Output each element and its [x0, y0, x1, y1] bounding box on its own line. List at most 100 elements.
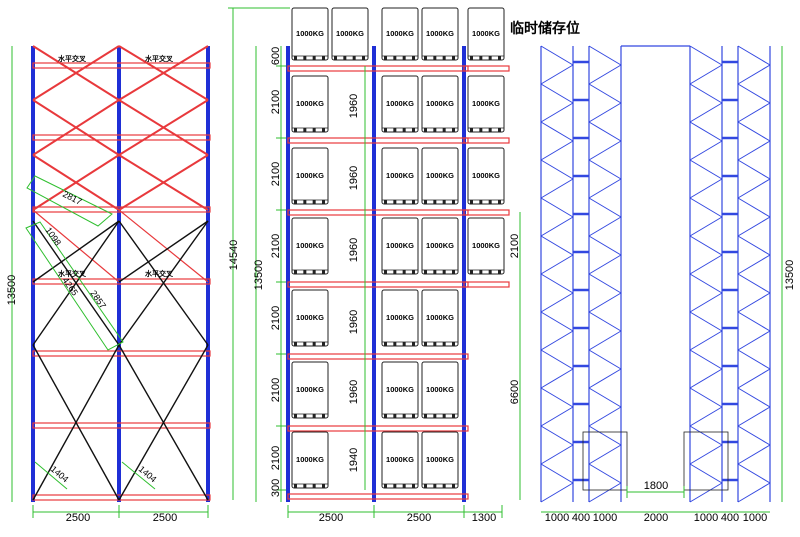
- clear-dim: 1940: [348, 448, 360, 472]
- load-label: 1000KG: [296, 29, 324, 38]
- load-label: 1000KG: [386, 99, 414, 108]
- load-label: 1000KG: [426, 313, 454, 322]
- upright: [462, 46, 466, 502]
- pallet-load: 1000KG: [467, 75, 505, 133]
- load-label: 1000KG: [426, 241, 454, 250]
- load-label: 1000KG: [296, 171, 324, 180]
- upright: [372, 46, 376, 502]
- mid-bay-width-2: 2500: [407, 512, 431, 524]
- load-label: 1000KG: [472, 241, 500, 250]
- pallet-load: 1000KG: [291, 147, 329, 205]
- gap-dim: 1800: [644, 480, 668, 492]
- load-label: 1000KG: [386, 171, 414, 180]
- brace: [32, 220, 120, 283]
- pallet-load: 1000KG: [421, 7, 459, 61]
- level-dim: 2100: [270, 162, 282, 186]
- brace: [32, 45, 120, 101]
- pallet-load: 1000KG: [421, 75, 459, 133]
- rw-3: 1000: [593, 512, 617, 524]
- clear-dim: 1960: [348, 166, 360, 190]
- clear-dim: 1960: [348, 94, 360, 118]
- beam: [32, 134, 211, 141]
- level-dim: 600: [270, 47, 282, 65]
- load-label: 1000KG: [386, 385, 414, 394]
- brace: [32, 154, 120, 211]
- pallet-load: 1000KG: [381, 431, 419, 489]
- left-bay-width-2: 2500: [153, 512, 177, 524]
- brace: [32, 209, 120, 283]
- load-label: 1000KG: [426, 29, 454, 38]
- cross-section-view: 1800 13500 1000 400 1000 2000 1000 400 1…: [540, 45, 796, 524]
- beam: [287, 425, 469, 432]
- pallet-load: 1000KG: [331, 7, 369, 61]
- beam: [463, 65, 510, 72]
- left-bay-width-1: 2500: [66, 512, 90, 524]
- beam: [463, 137, 510, 144]
- brace-label: 水平交叉: [145, 54, 174, 63]
- level-dim: 300: [270, 479, 282, 497]
- level-dim: 2100: [270, 234, 282, 258]
- load-label: 1000KG: [336, 29, 364, 38]
- diag-dim-2: 1098: [43, 225, 63, 247]
- right-dim-6600: 6600: [509, 380, 521, 404]
- frame-column: [588, 45, 622, 503]
- brace: [118, 99, 209, 156]
- diag-dim-4: 2857: [88, 288, 108, 310]
- beam: [287, 65, 469, 72]
- brace: [118, 220, 209, 346]
- frame-column: [540, 45, 574, 503]
- load-label: 1000KG: [472, 171, 500, 180]
- total-height-dim: 14540: [228, 240, 240, 271]
- pallet-load: 1000KG: [291, 217, 329, 275]
- rw-1: 1000: [545, 512, 569, 524]
- load-label: 1000KG: [296, 313, 324, 322]
- brace: [118, 45, 209, 101]
- pallet-load: 1000KG: [421, 361, 459, 419]
- rw-6: 400: [721, 512, 739, 524]
- load-label: 1000KG: [472, 29, 500, 38]
- left-height-dim: 13500: [6, 275, 18, 306]
- beam: [463, 281, 510, 288]
- brace: [118, 220, 209, 283]
- beam: [32, 350, 211, 357]
- rw-7: 1000: [743, 512, 767, 524]
- temporary-storage-title: 临时储存位: [510, 21, 580, 37]
- pallet-load: 1000KG: [381, 7, 419, 61]
- upright: [31, 46, 35, 502]
- brace-label: 水平交叉: [58, 269, 87, 278]
- side-elevation-view: 13500 2500 2500 2817 1098 4265 2857 1404…: [6, 45, 211, 524]
- brace: [118, 344, 209, 501]
- level-dim: 2100: [270, 446, 282, 470]
- beam: [287, 209, 469, 216]
- brace: [32, 344, 120, 501]
- beam: [287, 493, 469, 500]
- frame-column: [737, 45, 771, 503]
- pallet-load: 1000KG: [421, 289, 459, 347]
- upright: [206, 46, 210, 502]
- brace: [118, 154, 209, 211]
- pallet-load: 1000KG: [467, 217, 505, 275]
- load-label: 1000KG: [296, 385, 324, 394]
- pallet-load: 1000KG: [381, 361, 419, 419]
- load-label: 1000KG: [296, 99, 324, 108]
- beam: [463, 209, 510, 216]
- pallet-load: 1000KG: [291, 431, 329, 489]
- load-label: 1000KG: [426, 171, 454, 180]
- load-label: 1000KG: [426, 99, 454, 108]
- pallet-load: 1000KG: [381, 289, 419, 347]
- diag-dim-1: 2817: [61, 189, 83, 207]
- upright: [286, 46, 290, 502]
- load-label: 1000KG: [386, 313, 414, 322]
- mid-bay-width-1: 2500: [319, 512, 343, 524]
- pallet-load: 1000KG: [467, 147, 505, 205]
- pallet-load: 1000KG: [421, 147, 459, 205]
- clear-dim: 1960: [348, 238, 360, 262]
- beam: [287, 281, 469, 288]
- upright: [117, 46, 121, 502]
- pallet-load: 1000KG: [291, 361, 329, 419]
- beam: [287, 353, 469, 360]
- diag-dim-6: 1404: [137, 464, 159, 485]
- pallet-load: 1000KG: [467, 7, 505, 61]
